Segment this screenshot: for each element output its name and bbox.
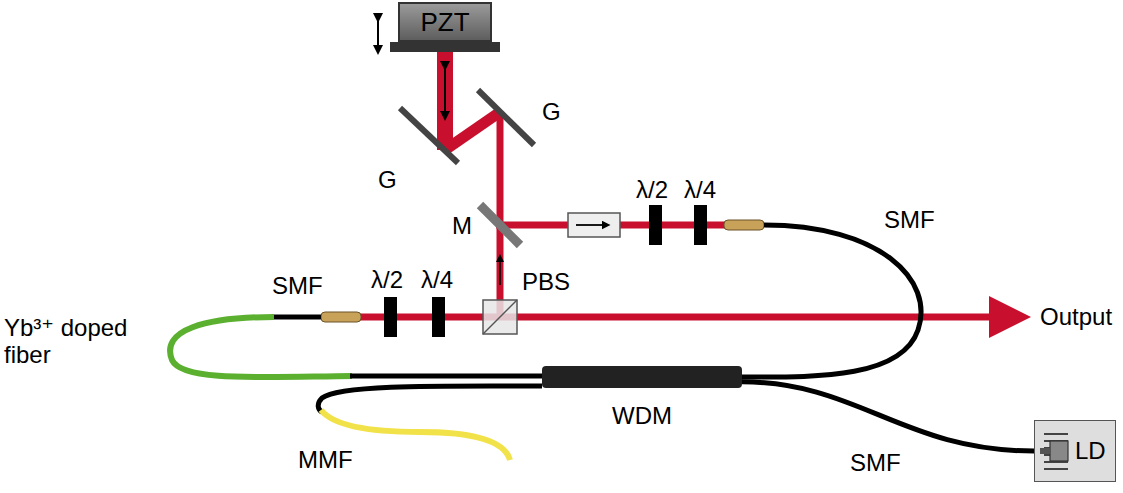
fiber [740,225,921,377]
beam-arrow [499,258,501,285]
fiber-ferrule [321,312,361,322]
part-label: SMF [884,206,935,233]
part-label: Yb³⁺ doped fiber [4,314,164,368]
fiber [350,374,542,379]
fiber [318,386,542,412]
part-label: λ/4 [684,176,716,203]
node-label: WDM [542,402,742,429]
motion-arrow [444,66,446,116]
waveplate [432,297,445,337]
isolator [568,213,620,237]
part-label: G [542,98,561,125]
part-label: SMF [272,272,323,299]
pzt-plate [390,42,500,52]
waveplate [384,297,397,337]
node-label: PZT [420,7,469,38]
motion-arrow [377,18,379,50]
doped-fiber [170,317,352,377]
node-label: LD [1075,437,1106,465]
pbs-cube [483,300,517,334]
part-label: λ/2 [636,176,668,203]
laser-beam [360,314,1010,321]
laser-diode: LD [1034,420,1116,482]
mirror [480,205,520,245]
laser-beam [445,112,500,150]
wdm-coupler: WDM [542,366,742,429]
part-label: MMF [298,446,353,473]
part-label: G [378,166,397,193]
fiber [272,315,321,320]
fiber-ferrule [724,220,764,230]
diode-symbol [1038,429,1074,473]
laser-beam [497,112,504,225]
part-label: λ/4 [421,266,453,293]
isolator-arrow [576,224,606,226]
part-label: λ/2 [371,266,403,293]
waveplate [694,205,707,245]
grating [400,108,458,163]
fiber-label: SMF [848,449,903,476]
waveplate [649,205,662,245]
laser-beam [437,52,453,150]
part-label: Output [1040,303,1112,330]
pzt-actuator: PZT [398,2,492,42]
grating [478,90,534,145]
part-label: PBS [522,268,570,295]
fiber-connector [742,382,1034,451]
part-label: M [452,212,472,239]
pbs-diagonal [483,300,517,334]
wdm-body [542,366,742,388]
